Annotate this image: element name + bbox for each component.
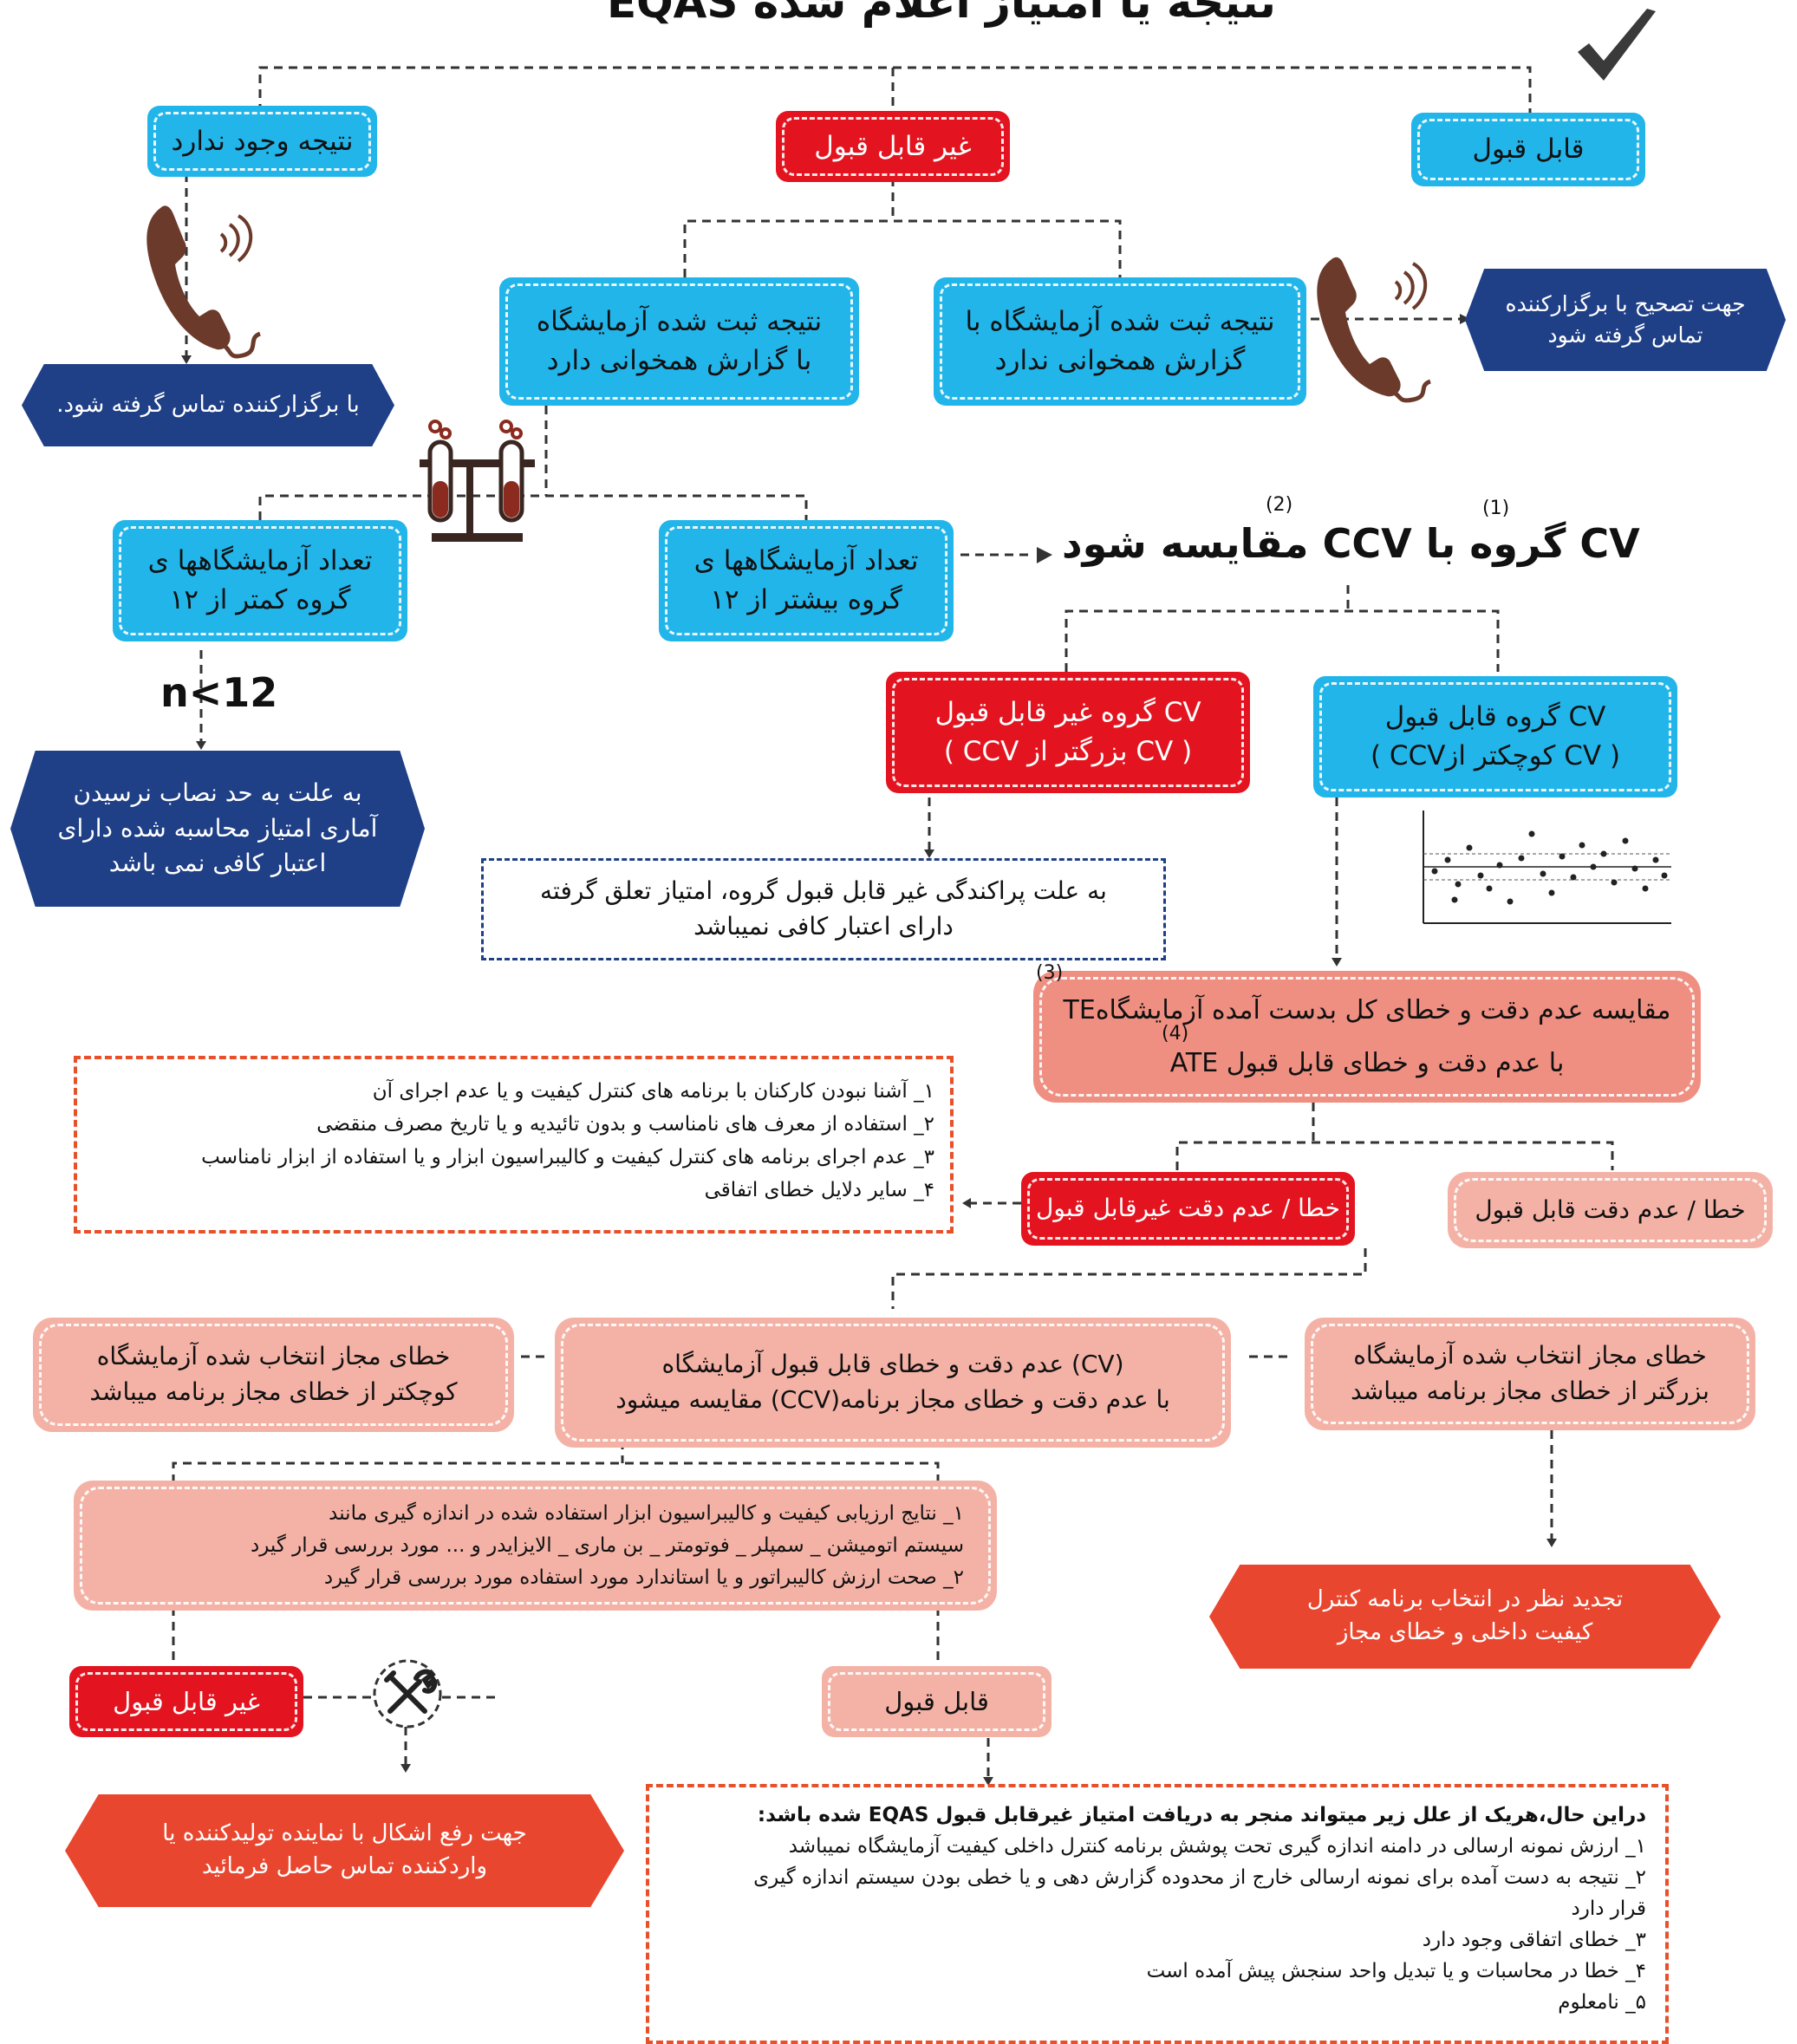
- labs-less-box: تعداد آزمایشگاهها ی گروه کمتر از ۱۲: [113, 520, 407, 641]
- inconsistent-box: نتیجه ثبت شده آزمایشگاه با گزارش همخوانی…: [934, 277, 1306, 406]
- reference-1: (1): [1482, 498, 1510, 519]
- final-notes-box: دراین حال،هریک از علل زیر میتواند منجر ب…: [646, 1784, 1669, 2044]
- compare-ccv-box: (CV) عدم دقت و خطای قابل قبول آزمایشگاه …: [555, 1318, 1231, 1448]
- reference-2: (2): [1266, 494, 1293, 516]
- cv-unacceptable-box: CV گروه غیر قابل قبول ( CV بزرگتر از CCV…: [886, 672, 1250, 793]
- correction-note: جهت تصحیح با برگزارکننده تماس گرفته شود: [1465, 269, 1786, 371]
- no-result-note: با برگزارکننده تماس گرفته شود.: [22, 364, 394, 446]
- error-unacceptable-box: خطا / عدم دقت غیرقابل قبول: [1021, 1172, 1355, 1246]
- acceptable-box: قابل قبول: [1411, 113, 1645, 186]
- test-tube-rack-icon: [420, 420, 535, 542]
- cv-compare-heading: CV گروه با CCV مقایسه شود: [1062, 520, 1640, 567]
- error-acceptable-box: خطا / عدم دقت قابل قبول: [1448, 1172, 1773, 1248]
- reference-4: (4): [1162, 1023, 1189, 1045]
- lab-error-smaller-box: خطای مجاز انتخاب شده آزمایشگاه کوچکتر از…: [33, 1318, 514, 1432]
- wrench-icon: [373, 1659, 442, 1728]
- checkmark-icon: [1578, 9, 1656, 81]
- page-title: نتیجه یا امتیاز اعلام شده EQAS: [607, 0, 1276, 28]
- revise-note: تجدید نظر در انتخاب برنامه کنترل کیفیت د…: [1209, 1565, 1721, 1669]
- reference-3: (3): [1036, 962, 1064, 984]
- te-compare-box: مقایسه عدم دقت و خطای کل بدست آمده آزمای…: [1033, 971, 1701, 1103]
- labs-more-box: تعداد آزمایشگاهها ی گروه بیشتر از ۱۲: [659, 520, 954, 641]
- dispersion-note: به علت پراکندگی غیر قابل قبول گروه، امتی…: [481, 858, 1166, 960]
- final-acceptable-box: قابل قبول: [822, 1666, 1052, 1737]
- n-label: n<12: [160, 669, 278, 716]
- cv-acceptable-box: CV گروه قابل قبول ( CV کوچکتر ازCCV ): [1313, 676, 1677, 797]
- calibration-notes-box: ۱_ نتایج ارزیابی کیفیت و کالیبراسیون ابز…: [74, 1481, 997, 1611]
- error-causes-box: ۱_ آشنا نبودن کارکنان با برنامه های کنتر…: [74, 1056, 954, 1234]
- phone-icon: [146, 205, 262, 359]
- unacceptable-box: غیر قابل قبول: [776, 111, 1010, 182]
- final-unacceptable-box: غیر قابل قبول: [69, 1666, 303, 1737]
- no-result-box: نتیجه وجود ندارد: [147, 106, 377, 177]
- scatter-chart-icon: [1423, 810, 1671, 924]
- phone-icon: [1317, 257, 1432, 403]
- lab-error-larger-box: خطای مجاز انتخاب شده آزمایشگاه بزرگتر از…: [1305, 1318, 1755, 1430]
- insufficient-note: به علت به حد نصاب نرسیدن آماری امتیاز مح…: [10, 751, 425, 907]
- consistent-box: نتیجه ثبت شده آزمایشگاه با گزارش همخوانی…: [499, 277, 859, 406]
- manufacturer-note: جهت رفع اشکال با نماینده تولیدکننده یا و…: [65, 1794, 624, 1907]
